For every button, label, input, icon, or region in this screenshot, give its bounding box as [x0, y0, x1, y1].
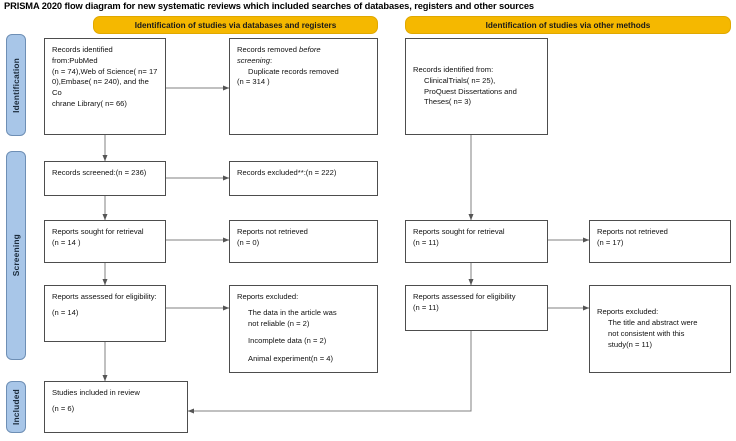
header-bar-databases: Identification of studies via databases …	[93, 16, 378, 34]
records-removed-line-3: Duplicate records removed	[248, 66, 339, 76]
box-studies-included-in-review: Studies included in review (n = 6)	[44, 381, 188, 433]
other-reports-not-retrieved-line-1: Reports not retrieved	[597, 227, 668, 236]
records-removed-line-1-emphasis: before	[299, 45, 321, 54]
other-reports-assessed-line-1: Reports assessed for eligibility	[413, 292, 516, 301]
header-bar-other-methods: Identification of studies via other meth…	[405, 16, 731, 34]
records-excluded-line-1: Records excluded**:(n = 222)	[237, 168, 337, 177]
stage-bar-identification-label: Identification	[11, 57, 21, 113]
reports-excluded-line-2: The data in the article was	[248, 307, 337, 317]
records-removed-line-1-text: Records removed	[237, 45, 300, 54]
stage-bar-screening: Screening	[6, 151, 26, 360]
reports-not-retrieved-line-1: Reports not retrieved	[237, 227, 308, 236]
box-reports-not-retrieved-other-methods: Reports not retrieved (n = 17)	[589, 220, 731, 263]
records-screened-line-1: Records screened:(n = 236)	[52, 168, 147, 177]
box-records-identified-other-methods: Records identified from: ClinicalTrials(…	[405, 38, 548, 135]
records-removed-line-2: screening:	[237, 56, 370, 67]
other-records-identified-line-2: ClinicalTrials( n= 25),	[424, 75, 496, 85]
other-reports-sought-line-1: Reports sought for retrieval	[413, 227, 505, 236]
other-reports-assessed-line-2: (n = 11)	[413, 302, 439, 312]
box-records-removed-before-screening: Records removed before screening: Duplic…	[229, 38, 378, 135]
records-identified-line-1: Records identified from:PubMed	[52, 45, 115, 65]
reports-excluded-line-5: Animal experiment(n = 4)	[248, 354, 334, 364]
reports-assessed-line-2: (n = 14)	[52, 307, 79, 317]
header-bar-other-methods-label: Identification of studies via other meth…	[485, 20, 651, 30]
other-records-identified-line-1: Records identified from:	[413, 64, 494, 74]
reports-sought-line-1: Reports sought for retrieval	[52, 227, 144, 236]
other-reports-excluded-line-2: The title and abstract were	[608, 318, 698, 328]
reports-assessed-line-1: Reports assessed for eligibility:	[52, 292, 157, 301]
other-reports-not-retrieved-line-2: (n = 17)	[597, 237, 624, 247]
other-reports-excluded-line-3: not consistent with this	[608, 329, 685, 338]
records-removed-line-4: (n = 314 )	[237, 77, 270, 87]
header-bar-databases-label: Identification of studies via databases …	[134, 20, 337, 30]
reports-excluded-line-4: Incomplete data (n = 2)	[248, 336, 327, 346]
box-reports-sought-databases: Reports sought for retrieval (n = 14 )	[44, 220, 166, 263]
reports-excluded-line-1: Reports excluded:	[237, 292, 299, 301]
stage-bar-included: Included	[6, 381, 26, 433]
stage-bar-identification: Identification	[6, 34, 26, 136]
records-identified-line-2: (n = 74),Web of Science( n= 17	[52, 66, 158, 76]
other-reports-excluded-line-1: Reports excluded:	[597, 307, 659, 317]
box-reports-excluded-other-methods: Reports excluded: The title and abstract…	[589, 285, 731, 373]
box-records-screened: Records screened:(n = 236)	[44, 161, 166, 196]
stage-bar-screening-label: Screening	[11, 234, 21, 277]
records-identified-line-4: chrane Library( n= 66)	[52, 98, 127, 108]
box-records-excluded: Records excluded**:(n = 222)	[229, 161, 378, 196]
box-reports-assessed-other-methods: Reports assessed for eligibility (n = 11…	[405, 285, 548, 331]
reports-sought-line-2: (n = 14 )	[52, 237, 81, 247]
page-title: PRISMA 2020 flow diagram for new systema…	[4, 1, 534, 11]
other-records-identified-line-3: ProQuest Dissertations and	[424, 86, 517, 96]
other-reports-sought-line-2: (n = 11)	[413, 237, 439, 247]
box-records-identified-databases: Records identified from:PubMed (n = 74),…	[44, 38, 166, 135]
reports-excluded-line-3: not reliable (n = 2)	[248, 318, 310, 328]
box-reports-excluded-databases: Reports excluded: The data in the articl…	[229, 285, 378, 373]
box-reports-sought-other-methods: Reports sought for retrieval (n = 11)	[405, 220, 548, 263]
records-removed-line-2-text: :	[269, 55, 273, 65]
stage-bar-included-label: Included	[11, 388, 21, 426]
studies-included-line-1: Studies included in review	[52, 388, 140, 397]
records-removed-line-2-emphasis: screening	[237, 55, 270, 65]
studies-included-line-2: (n = 6)	[52, 403, 75, 413]
other-reports-excluded-line-4: study(n = 11)	[608, 339, 652, 349]
records-identified-line-3: 0),Embase( n= 240), and the Co	[52, 77, 152, 98]
other-records-identified-line-4: Theses( n= 3)	[424, 97, 472, 107]
box-reports-not-retrieved-databases: Reports not retrieved (n = 0)	[229, 220, 378, 263]
box-reports-assessed-databases: Reports assessed for eligibility: (n = 1…	[44, 285, 166, 342]
records-removed-line-1: Records removed before	[237, 45, 370, 56]
reports-not-retrieved-line-2: (n = 0)	[237, 237, 260, 247]
